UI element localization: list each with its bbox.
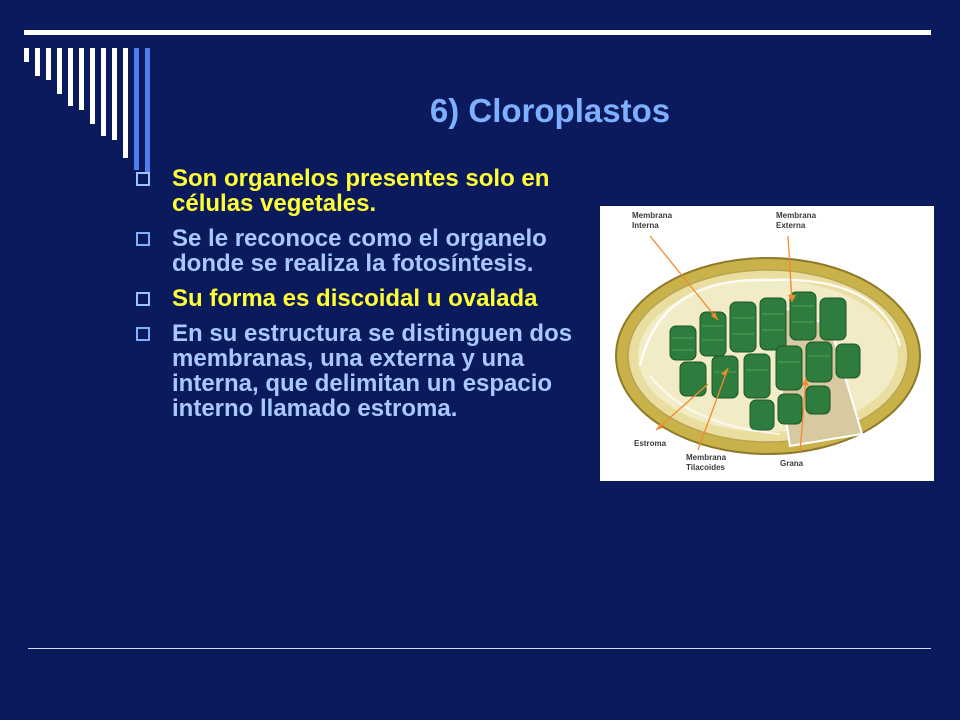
stripe xyxy=(68,48,73,106)
bullet-text: En su estructura se distinguen dos membr… xyxy=(172,320,573,422)
stripe xyxy=(145,48,150,174)
label-membrana-interna: Membrana xyxy=(632,211,673,220)
membrane-highlight xyxy=(649,375,781,435)
label-membrana-externa: Membrana xyxy=(776,211,817,220)
chloroplast-illustration: Membrana Interna Membrana Externa Estrom… xyxy=(615,211,921,472)
stripe xyxy=(35,48,40,76)
bottom-divider-line xyxy=(28,648,931,649)
chloroplast-diagram: Membrana Interna Membrana Externa Estrom… xyxy=(600,206,934,481)
bullet-text: Son organelos presentes solo en células … xyxy=(172,165,550,217)
label-grana: Grana xyxy=(780,459,804,468)
membrane-highlight xyxy=(638,278,902,367)
arrow-heads xyxy=(656,295,809,430)
slide-title: 6) Cloroplastos xyxy=(429,92,671,129)
stripe xyxy=(90,48,95,124)
square-bullet-icon xyxy=(136,172,150,186)
label-membrana-externa-sub: Externa xyxy=(776,221,806,230)
stripe xyxy=(134,48,139,170)
stripe xyxy=(101,48,106,136)
stripe xyxy=(79,48,84,110)
stripe xyxy=(112,48,117,140)
bullet-text: Se le reconoce como el organelo donde se… xyxy=(172,225,547,277)
grana-stacks xyxy=(669,291,861,431)
square-bullet-icon xyxy=(136,232,150,246)
square-bullet-icon xyxy=(136,292,150,306)
label-estroma: Estroma xyxy=(634,439,667,448)
stripe xyxy=(24,48,29,62)
bullet-item: Son organelos presentes solo en células … xyxy=(134,166,584,216)
stripe xyxy=(57,48,62,94)
bullet-item: Su forma es discoidal u ovalada xyxy=(134,286,584,311)
label-membrana-tilacoides-sub: Tilacoides xyxy=(686,463,726,472)
square-bullet-icon xyxy=(136,327,150,341)
top-divider-line xyxy=(24,30,931,35)
bullet-text: Su forma es discoidal u ovalada xyxy=(172,285,538,312)
bullet-list: Son organelos presentes solo en células … xyxy=(134,166,584,431)
label-arrows xyxy=(649,235,807,453)
stripe xyxy=(46,48,51,80)
label-membrana-tilacoides: Membrana xyxy=(686,453,727,462)
stripe xyxy=(123,48,128,158)
bullet-item: Se le reconoce como el organelo donde se… xyxy=(134,226,584,276)
bullet-item: En su estructura se distinguen dos membr… xyxy=(134,321,584,421)
label-membrana-interna-sub: Interna xyxy=(632,221,659,230)
